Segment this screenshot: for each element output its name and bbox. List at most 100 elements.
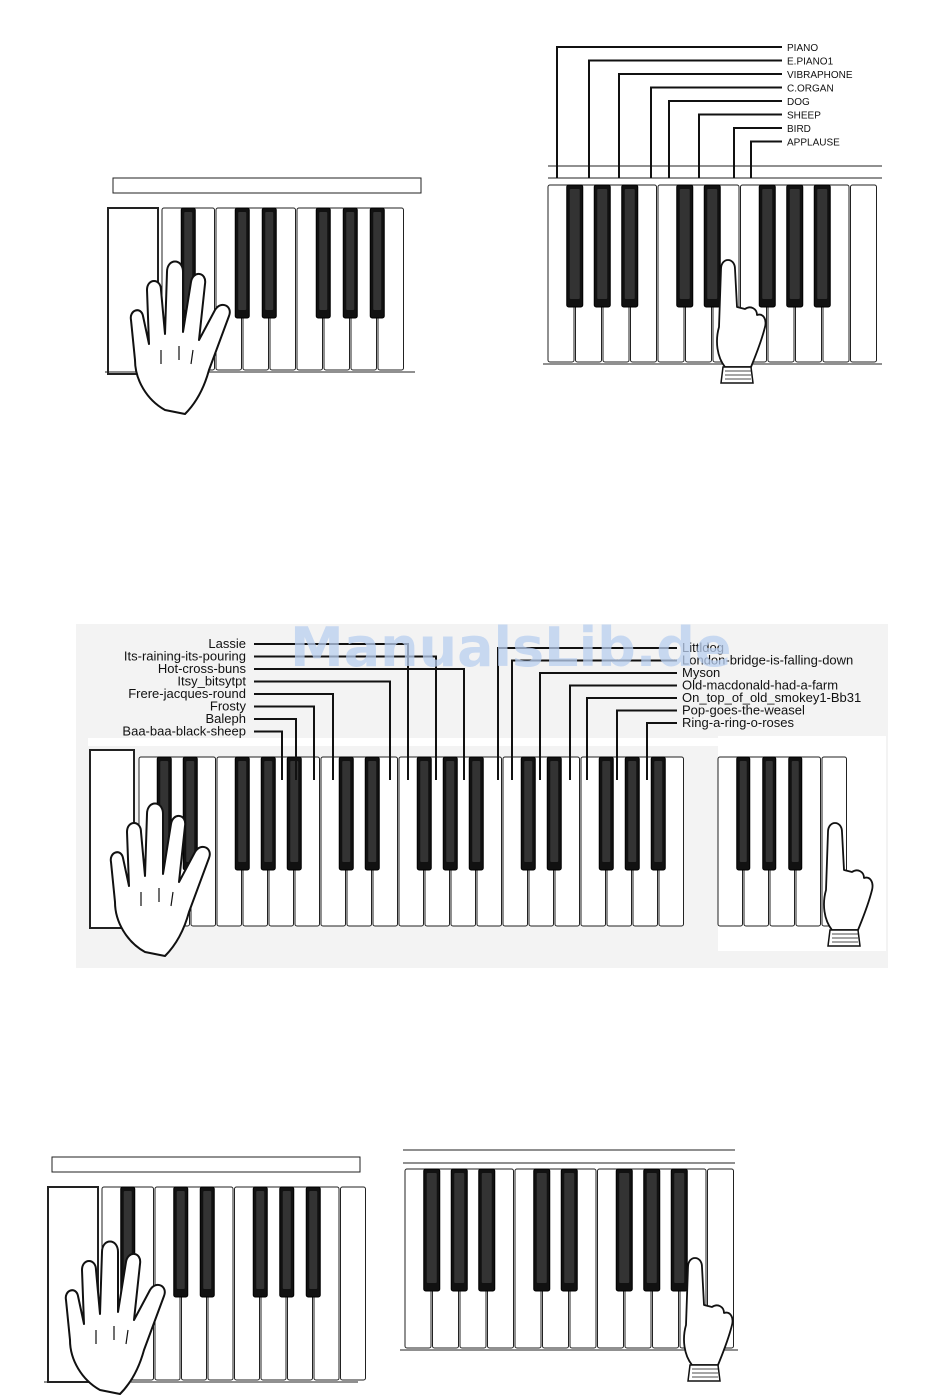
label-text: Ring-a-ring-o-roses	[682, 715, 794, 730]
white-key	[340, 1186, 366, 1381]
label-text: On_top_of_old_smokey1-Bb31	[682, 690, 861, 705]
leader-line	[254, 668, 465, 780]
black-key-highlight	[597, 189, 608, 299]
white-key	[850, 184, 877, 363]
leader-line	[254, 705, 315, 780]
leader-line	[254, 655, 437, 780]
black-key-highlight	[481, 1173, 492, 1283]
keyboard-bottom-left	[101, 1186, 366, 1381]
label-text: C.ORGAN	[787, 84, 834, 95]
leader-line	[650, 86, 782, 178]
leader-line	[616, 709, 677, 780]
leader-line	[511, 659, 677, 780]
label-text: London-bridge-is-falling-down	[682, 653, 853, 668]
black-key-highlight	[472, 761, 481, 862]
label-text: Littldog	[682, 640, 724, 655]
black-key-highlight	[679, 189, 690, 299]
leader-lines	[254, 46, 782, 780]
black-key-highlight	[282, 1191, 291, 1289]
keyboard-inset	[717, 756, 847, 927]
label-text: DOG	[787, 97, 810, 108]
black-key-highlight	[319, 212, 328, 310]
label-text: Frosty	[210, 699, 247, 714]
label-text: PIANO	[787, 43, 818, 54]
black-key-highlight	[619, 1173, 630, 1283]
label-text: APPLAUSE	[787, 138, 840, 149]
leader-line	[588, 59, 782, 178]
black-key-highlight	[628, 761, 637, 862]
leader-line	[254, 693, 334, 780]
label-text: Baleph	[206, 711, 246, 726]
black-key-highlight	[264, 761, 273, 862]
leader-line	[618, 73, 782, 178]
label-text: Hot-cross-buns	[158, 661, 247, 676]
black-key-highlight	[346, 212, 355, 310]
black-key-highlight	[342, 761, 351, 862]
black-key-highlight	[624, 189, 635, 299]
black-key-highlight	[256, 1191, 265, 1289]
leader-line	[539, 672, 677, 780]
black-key-highlight	[373, 212, 382, 310]
black-key-highlight	[789, 189, 800, 299]
leader-line	[646, 722, 677, 780]
leader-line	[254, 643, 409, 780]
black-key-highlight	[791, 761, 799, 862]
leader-line	[698, 113, 782, 178]
black-key-highlight	[765, 761, 773, 862]
black-key-highlight	[290, 761, 299, 862]
black-key-highlight	[564, 1173, 575, 1283]
black-key-highlight	[674, 1173, 685, 1283]
keyboard-top-right	[547, 184, 877, 363]
black-key-highlight	[817, 189, 828, 299]
label-text: Its-raining-its-pouring	[124, 649, 246, 664]
labels: PIANOE.PIANO1VIBRAPHONEC.ORGANDOGSHEEPBI…	[122, 43, 861, 739]
label-text: Frere-jacques-round	[128, 686, 246, 701]
black-key-highlight	[454, 1173, 465, 1283]
label-text: VIBRAPHONE	[787, 70, 853, 81]
keyboard-middle	[138, 756, 684, 927]
leader-line	[497, 647, 677, 780]
black-key-highlight	[654, 761, 663, 862]
black-key-highlight	[569, 189, 580, 299]
black-key-highlight	[238, 212, 247, 310]
black-key-highlight	[762, 189, 773, 299]
black-key-highlight	[176, 1191, 185, 1289]
leader-line	[569, 684, 677, 780]
black-key-highlight	[238, 761, 247, 862]
leader-line	[254, 718, 297, 780]
panel-strip	[112, 177, 422, 194]
black-key-highlight	[446, 761, 455, 862]
black-key-highlight	[602, 761, 611, 862]
label-text: BIRD	[787, 124, 811, 135]
panel-band	[88, 738, 882, 746]
leader-line	[586, 697, 677, 780]
label-text: SHEEP	[787, 111, 821, 122]
black-key-highlight	[524, 761, 533, 862]
keyboards	[44, 165, 888, 1383]
label-text: Itsy_bitsytpt	[177, 674, 246, 689]
black-key-highlight	[420, 761, 429, 862]
black-key-highlight	[739, 761, 747, 862]
leader-line	[556, 46, 782, 178]
black-key-highlight	[536, 1173, 547, 1283]
black-key-highlight	[203, 1191, 212, 1289]
label-text: Pop-goes-the-weasel	[682, 703, 805, 718]
panel-strip	[51, 1156, 361, 1173]
black-key-highlight	[186, 761, 195, 862]
black-key-highlight	[550, 761, 559, 862]
black-key-highlight	[646, 1173, 657, 1283]
keyboard-bottom-right	[404, 1168, 734, 1349]
label-text: Myson	[682, 665, 720, 680]
label-text: Lassie	[208, 636, 246, 651]
label-text: Baa-baa-black-sheep	[122, 724, 246, 739]
watermark: ManualsLib.de	[290, 616, 732, 679]
leader-line	[668, 100, 782, 178]
leader-line	[254, 680, 391, 780]
black-key-highlight	[368, 761, 377, 862]
leader-line	[733, 127, 782, 178]
leader-line	[750, 140, 782, 178]
black-key-highlight	[707, 189, 718, 299]
black-key-highlight	[265, 212, 274, 310]
leader-line	[254, 730, 283, 780]
